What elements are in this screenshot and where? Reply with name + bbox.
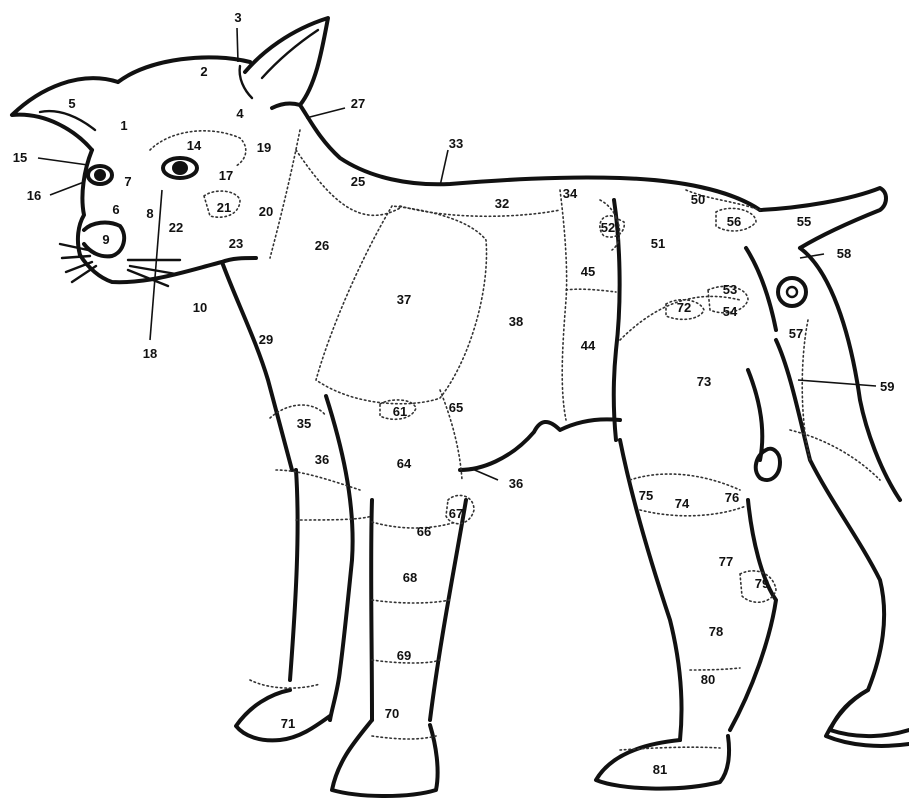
- point-label-32: 32: [495, 196, 509, 211]
- point-label-15: 15: [13, 150, 27, 165]
- point-label-26: 26: [315, 238, 329, 253]
- point-label-38: 38: [509, 314, 523, 329]
- point-label-72: 72: [677, 300, 691, 315]
- point-label-71: 71: [281, 716, 295, 731]
- point-label-35: 35: [297, 416, 311, 431]
- point-label-9: 9: [102, 232, 109, 247]
- point-label-66: 66: [417, 524, 431, 539]
- point-label-58: 58: [837, 246, 851, 261]
- point-label-54: 54: [723, 304, 738, 319]
- point-label-44: 44: [581, 338, 596, 353]
- point-label-8: 8: [146, 206, 153, 221]
- point-label-4: 4: [236, 106, 244, 121]
- point-label-74: 74: [675, 496, 690, 511]
- point-label-78: 78: [709, 624, 723, 639]
- point-label-45: 45: [581, 264, 595, 279]
- point-label-65: 65: [449, 400, 463, 415]
- point-label-27: 27: [351, 96, 365, 111]
- point-label-22: 22: [169, 220, 183, 235]
- point-label-37: 37: [397, 292, 411, 307]
- point-label-67: 67: [449, 506, 463, 521]
- point-label-25: 25: [351, 174, 365, 189]
- point-label-81: 81: [653, 762, 667, 777]
- point-label-17: 17: [219, 168, 233, 183]
- point-label-29: 29: [259, 332, 273, 347]
- point-label-53: 53: [723, 282, 737, 297]
- point-label-6: 6: [112, 202, 119, 217]
- point-label-20: 20: [259, 204, 273, 219]
- point-label-76: 76: [725, 490, 739, 505]
- point-label-59: 59: [880, 379, 894, 394]
- point-label-64: 64: [397, 456, 412, 471]
- point-label-36-elbow: 36: [509, 476, 523, 491]
- point-label-51: 51: [651, 236, 665, 251]
- dog-eyes: [88, 158, 197, 184]
- point-label-79: 79: [755, 576, 769, 591]
- point-label-1: 1: [120, 118, 127, 133]
- point-label-3: 3: [234, 10, 241, 25]
- point-label-19: 19: [257, 140, 271, 155]
- region-borders: [150, 130, 880, 750]
- point-labels: 1 2 3 4 5 6 7 8 9 10 14 15 16 17 18 19 2…: [13, 10, 895, 777]
- point-label-56: 56: [727, 214, 741, 229]
- point-label-23: 23: [229, 236, 243, 251]
- point-label-16: 16: [27, 188, 41, 203]
- point-label-77: 77: [719, 554, 733, 569]
- point-label-57: 57: [789, 326, 803, 341]
- point-label-21: 21: [217, 200, 231, 215]
- point-label-73: 73: [697, 374, 711, 389]
- point-label-69: 69: [397, 648, 411, 663]
- point-label-55: 55: [797, 214, 811, 229]
- point-label-75: 75: [639, 488, 653, 503]
- point-label-10: 10: [193, 300, 207, 315]
- point-label-80: 80: [701, 672, 715, 687]
- point-label-34: 34: [563, 186, 578, 201]
- point-label-52: 52: [601, 220, 615, 235]
- point-label-33: 33: [449, 136, 463, 151]
- point-label-70: 70: [385, 706, 399, 721]
- point-label-2: 2: [200, 64, 207, 79]
- point-label-68: 68: [403, 570, 417, 585]
- point-label-5: 5: [68, 96, 75, 111]
- point-label-50: 50: [691, 192, 705, 207]
- point-label-18: 18: [143, 346, 157, 361]
- point-label-61: 61: [393, 404, 407, 419]
- point-label-14: 14: [187, 138, 202, 153]
- point-label-36-shoulder: 36: [315, 452, 329, 467]
- point-label-7: 7: [124, 174, 131, 189]
